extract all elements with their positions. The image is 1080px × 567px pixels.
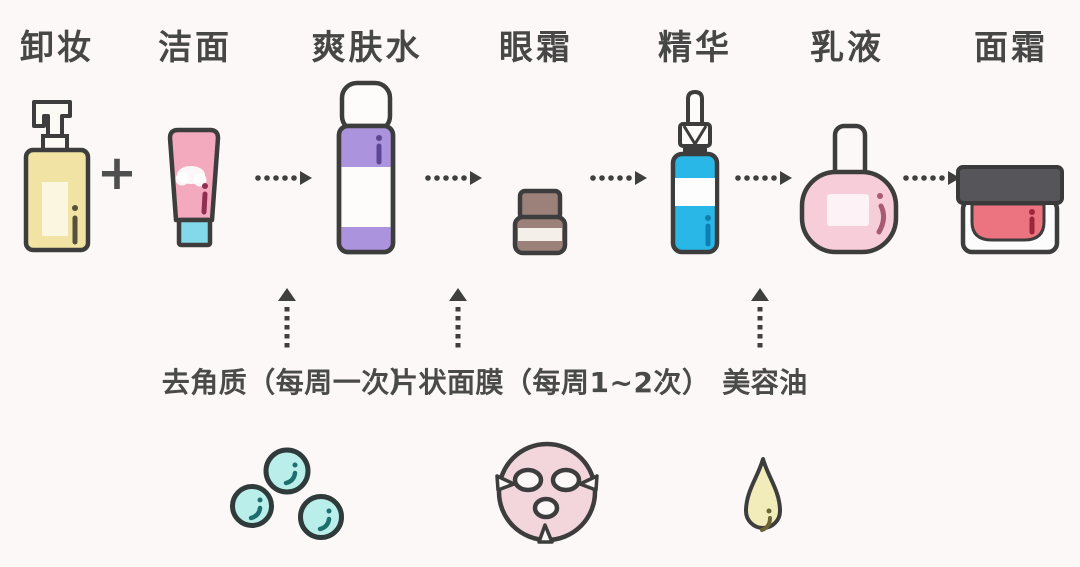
step-label-eye-cream: 眼霜	[499, 28, 573, 68]
dotted-arrow-right-icon	[255, 171, 312, 185]
step-label-cleanser: 洁面	[158, 28, 232, 68]
step-label-lotion: 乳液	[810, 28, 884, 68]
small-jar-icon	[512, 188, 568, 256]
oil-drop-icon	[744, 457, 782, 532]
squeeze-tube-icon	[167, 127, 221, 248]
step-label-toner: 爽肤水	[311, 28, 423, 68]
extra-label-exfoliate: 去角质（每周一次）	[161, 366, 419, 399]
dotted-arrow-right-icon	[590, 171, 647, 185]
extra-label-sheet-mask: 片状面膜（每周1~2次）	[390, 366, 711, 399]
dotted-arrow-up-icon	[449, 288, 467, 348]
cream-jar-icon	[956, 165, 1064, 255]
toner-bottle-icon	[336, 80, 396, 255]
dotted-arrow-up-icon	[278, 288, 296, 348]
pump-bottle-icon	[23, 100, 91, 253]
extra-label-beauty-oil: 美容油	[722, 366, 808, 399]
dotted-arrow-right-icon	[425, 171, 482, 185]
plus-sign: +	[96, 145, 138, 201]
step-label-face-cream: 面霜	[974, 28, 1048, 68]
step-label-makeup-remover: 卸妆	[20, 28, 94, 68]
dropper-bottle-icon	[670, 89, 720, 255]
round-bottle-icon	[799, 123, 899, 255]
dotted-arrow-up-icon	[751, 288, 769, 348]
step-label-essence: 精华	[658, 28, 732, 68]
dotted-arrow-right-icon	[903, 171, 960, 185]
sheet-mask-icon	[495, 441, 599, 544]
exfoliating-beads-icon	[230, 447, 344, 540]
dotted-arrow-right-icon	[735, 171, 792, 185]
